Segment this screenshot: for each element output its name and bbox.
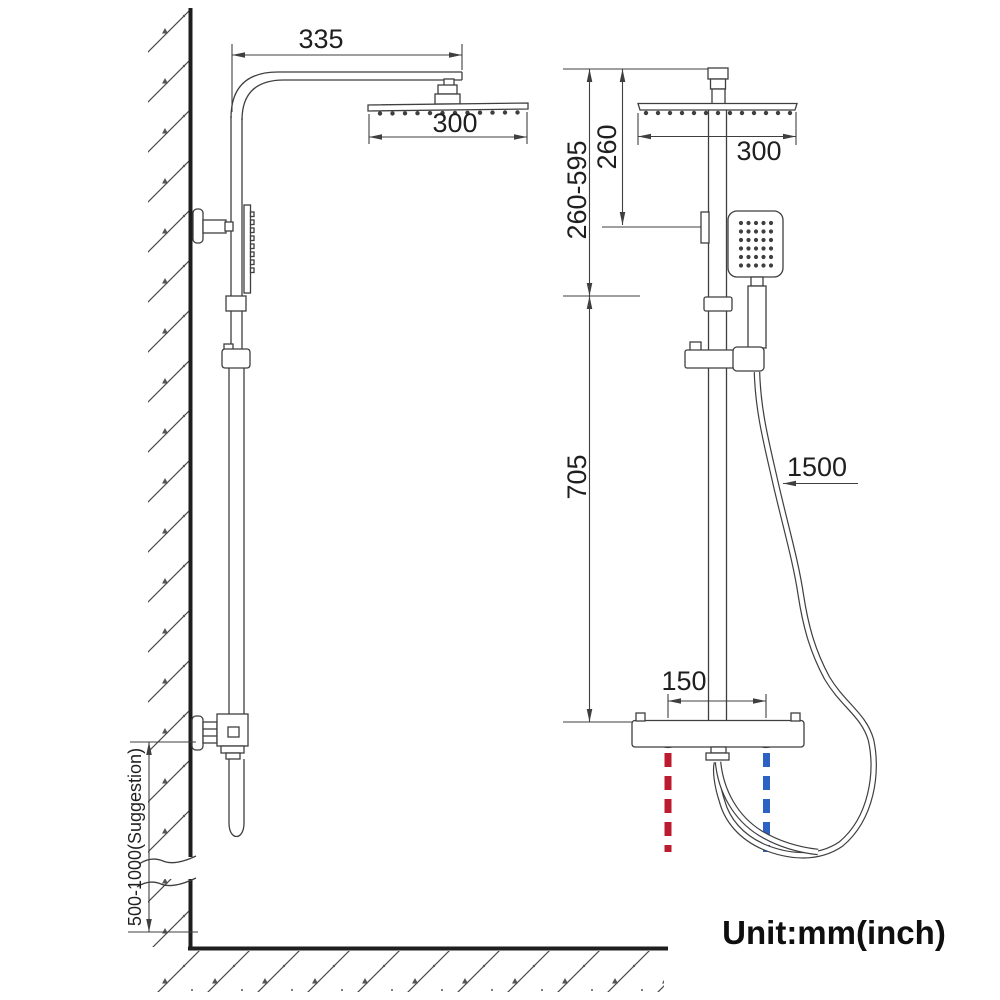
rain-head-nozzles-side <box>377 110 520 116</box>
floor-section <box>152 946 668 992</box>
dim-bracket-to-valve-label: 705 <box>562 454 592 499</box>
dim-head-width-front-label: 300 <box>736 136 781 166</box>
dim-hose-length-label: 1500 <box>787 452 847 482</box>
rain-head-plate-side <box>367 102 529 112</box>
dim-bracket-to-valve: 705 <box>562 296 593 722</box>
side-view: 335 300 500-1000(Suggestion) <box>125 8 668 992</box>
dim-arm-length-label: 335 <box>298 24 343 54</box>
valve-body-front <box>631 719 805 748</box>
hand-shower-side <box>243 204 255 294</box>
rain-shower-head-front <box>637 102 798 116</box>
dim-arm-length: 335 <box>231 24 463 112</box>
dim-adjustable-range: 260-595 <box>562 69 593 296</box>
valve-body-side <box>216 713 249 747</box>
hand-shower-nozzle-dots <box>738 220 774 268</box>
dim-install-height-label: 500-1000(Suggestion) <box>125 748 145 926</box>
thermostatic-valve-side <box>191 713 249 760</box>
wall-hatch-lower <box>148 879 189 947</box>
dim-install-height: 500-1000(Suggestion) <box>125 741 198 933</box>
hose-outlet-nut <box>705 752 730 761</box>
valve-wall-flange <box>191 715 204 751</box>
pipe-diverter-front <box>700 211 710 244</box>
hand-shower-handle <box>747 285 767 349</box>
riser-pipe-front <box>700 110 733 720</box>
hand-shower-nozzle-teeth <box>249 211 255 274</box>
dim-head-to-bracket-label: 260 <box>592 124 622 169</box>
riser-pipe-side <box>221 71 463 716</box>
pipe-joint-collar-front <box>703 296 733 312</box>
rain-shower-head-side <box>367 78 529 116</box>
pipe-joint-collar-side <box>225 295 247 312</box>
dim-adjustable-range-label: 260-595 <box>562 140 592 239</box>
wall-break-line <box>136 877 197 888</box>
dim-inlet-spacing: 150 <box>661 666 767 718</box>
dim-hose-length: 1500 <box>783 452 858 487</box>
hand-shower-neck <box>750 276 764 287</box>
hand-shower-holder <box>732 346 765 372</box>
shower-hose-side <box>228 759 245 838</box>
thermostatic-valve-front <box>631 712 805 761</box>
wall-hatch-upper <box>148 8 189 857</box>
unit-note: Unit:mm(inch) <box>722 914 946 951</box>
wall-break-line <box>138 855 197 865</box>
dim-head-width-side-label: 300 <box>432 108 477 138</box>
slider-bracket-side <box>221 348 251 369</box>
dim-head-width-side: 300 <box>368 108 528 144</box>
top-fitting-front <box>707 67 729 105</box>
hand-shower-front <box>727 210 784 349</box>
rain-head-plate-front <box>637 102 798 111</box>
floor-hatch <box>152 951 664 992</box>
slider-bracket-front <box>684 341 765 372</box>
rain-head-nozzles-front <box>643 110 793 116</box>
front-view: 260-595 260 705 300 150 150 <box>562 67 877 859</box>
wall-section <box>136 8 197 949</box>
dim-head-to-bracket: 260 <box>592 69 626 225</box>
wall-bracket-side <box>192 208 234 244</box>
dim-inlet-spacing-label: 150 <box>661 666 706 696</box>
dim-head-width-front: 300 <box>637 112 797 166</box>
shower-hose-front <box>712 371 877 859</box>
